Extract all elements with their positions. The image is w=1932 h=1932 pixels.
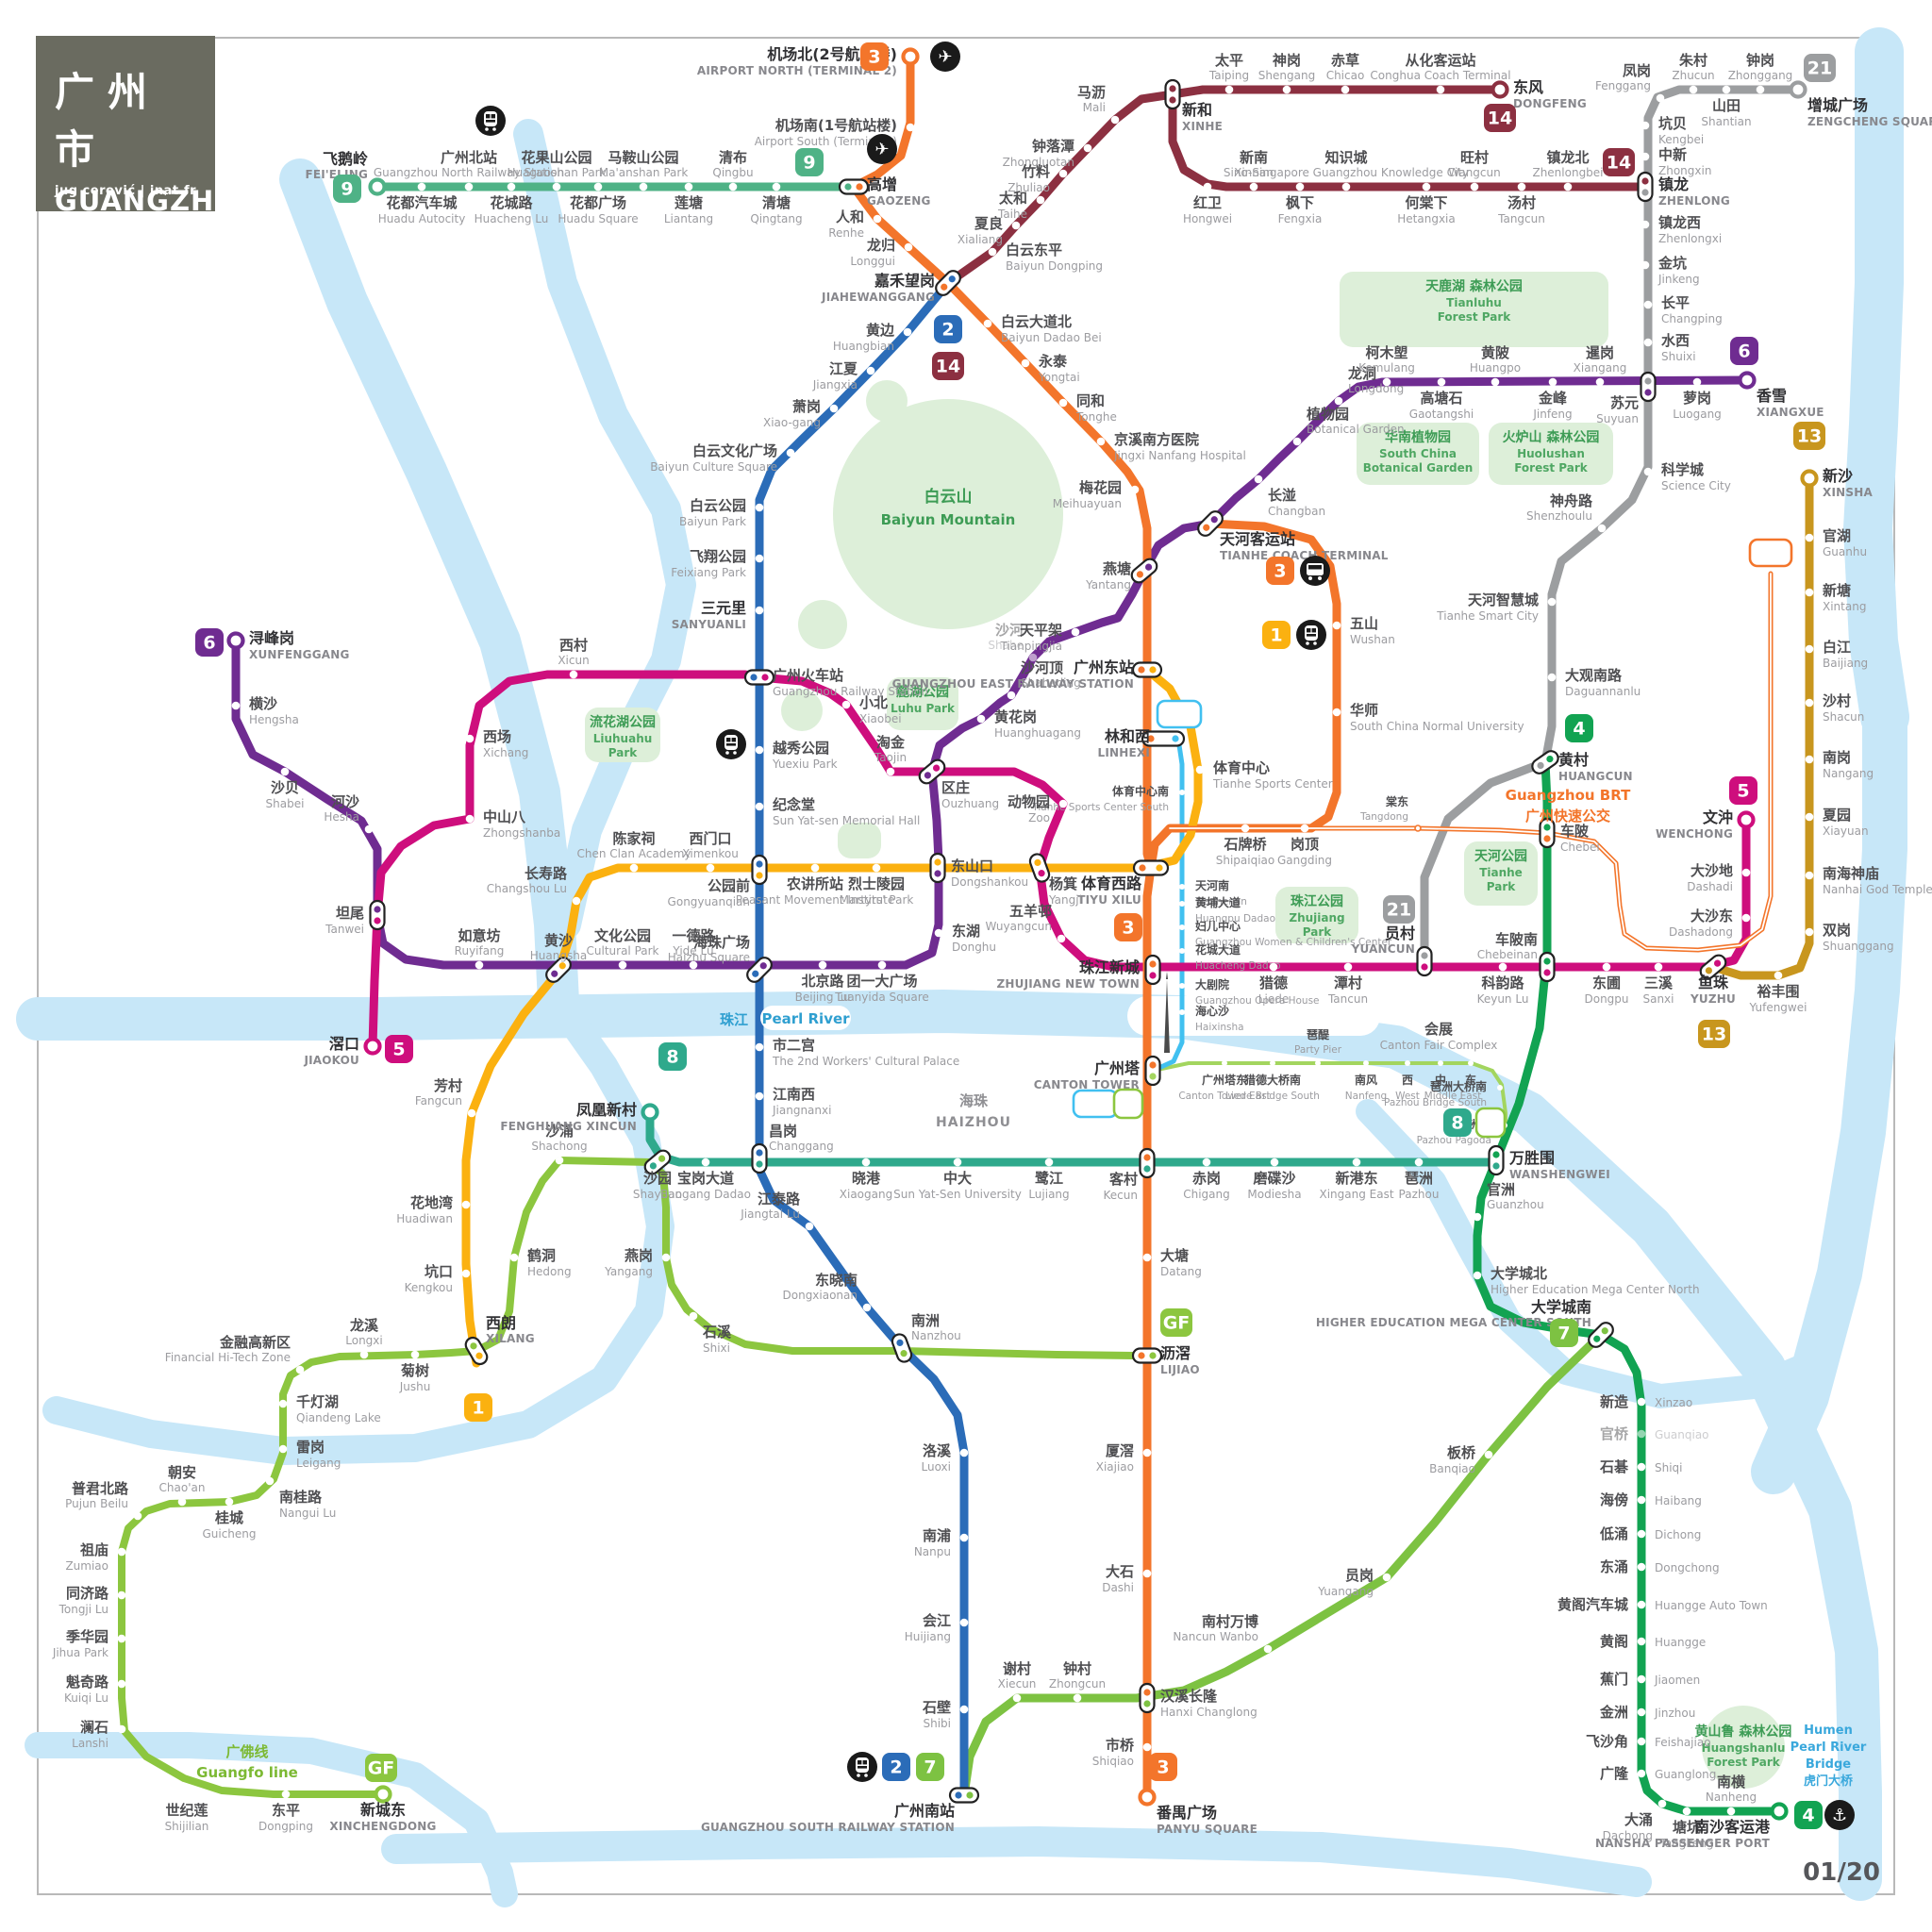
line-badge-3: 3 xyxy=(1266,557,1294,585)
river xyxy=(25,1732,518,1907)
park-x xyxy=(838,823,881,858)
line-l21 xyxy=(1420,85,1803,966)
line-badge-4: 4 xyxy=(1794,1801,1823,1829)
train-icon xyxy=(1296,620,1326,650)
line-badge-1: 1 xyxy=(464,1393,492,1422)
line-l13 xyxy=(1708,474,1814,980)
park-huolushan-forest-park xyxy=(1489,423,1613,485)
map-date-mark: 01/20 xyxy=(1803,1858,1880,1887)
park-x xyxy=(866,380,908,422)
line-badge-1: 1 xyxy=(1112,1088,1144,1120)
anchor-icon: ⚓ xyxy=(1824,1800,1855,1830)
park-x xyxy=(798,600,847,649)
train-icon xyxy=(716,729,746,759)
line-badge-gf: GF xyxy=(1160,1308,1192,1337)
line-badge-14: 14 xyxy=(1603,148,1635,176)
line-badge-6: 6 xyxy=(195,628,224,657)
line-badge-6: 6 xyxy=(1730,337,1758,365)
line-badge-3: 3 xyxy=(860,42,889,71)
river xyxy=(1356,1099,1833,1408)
park-tianhe-park xyxy=(1464,841,1538,906)
line-badge-7: 7 xyxy=(916,1753,944,1781)
line-badge-2: 2 xyxy=(934,315,962,343)
line-badge-1: 1 xyxy=(1262,621,1291,649)
line-badge-14: 14 xyxy=(932,352,964,380)
park-zhujiang-park xyxy=(1275,887,1358,943)
line-badge-21: 21 xyxy=(1804,54,1836,82)
line-badge-13: 13 xyxy=(1698,1020,1730,1048)
line-badge-5: 5 xyxy=(385,1035,413,1063)
park-luhu-park xyxy=(887,677,958,730)
line-badge-21: 21 xyxy=(1383,895,1415,924)
plane-icon: ✈ xyxy=(867,134,897,164)
river xyxy=(1843,27,1909,741)
train-icon xyxy=(475,106,506,136)
line-l2 xyxy=(755,278,969,1800)
line-badge-4: 4 xyxy=(1565,714,1593,742)
park-tianluhu-forest-park xyxy=(1340,272,1608,347)
city-name-zh: 广州市 xyxy=(55,69,161,173)
line-badge-7: 7 xyxy=(1550,1319,1578,1347)
river-island xyxy=(1127,996,1380,1036)
park-huangshanlu-forest-park xyxy=(1702,1706,1785,1789)
line-badge-8: 8 xyxy=(1443,1108,1472,1137)
river xyxy=(16,990,1882,1901)
water-layer xyxy=(16,27,1909,1907)
river xyxy=(1751,694,1907,1494)
line-badge-14: 14 xyxy=(1484,104,1516,132)
map-title-block: 广州市 GUANGZHOU jug cerović | inat.fr xyxy=(36,36,260,217)
park-liuhuahu-park xyxy=(585,708,660,762)
park-x xyxy=(833,399,1063,629)
train-icon xyxy=(847,1752,877,1782)
park-x xyxy=(781,690,823,731)
river xyxy=(513,119,696,940)
line-badge-5: 5 xyxy=(1729,776,1757,805)
plane-icon: ✈ xyxy=(930,42,960,72)
line-badge-gf: GF xyxy=(365,1754,397,1782)
line-badge-brt: BRT xyxy=(1748,538,1793,568)
line-l4 xyxy=(1473,758,1784,1816)
tower-icon xyxy=(1164,972,1170,1053)
line-badge-13: 13 xyxy=(1793,422,1825,450)
line-badge-1: 1 xyxy=(1474,1107,1507,1139)
line-layer xyxy=(118,52,1814,1816)
bus-icon xyxy=(1300,556,1330,586)
line-brt xyxy=(1167,571,1774,953)
line-badge-8: 8 xyxy=(658,1042,687,1071)
line-l1 xyxy=(461,665,1203,1368)
line-l7 xyxy=(959,1330,1606,1800)
park-south-china-botanical-garden xyxy=(1357,423,1479,485)
river xyxy=(381,1826,1652,1897)
line-badge-apm: APM xyxy=(1072,1089,1119,1119)
line-badge-3: 3 xyxy=(1114,913,1142,941)
city-name-en: GUANGZHOU xyxy=(55,185,262,217)
line-badge-9: 9 xyxy=(333,175,361,203)
line-badge-9: 9 xyxy=(795,148,824,176)
line-badge-2: 2 xyxy=(882,1753,910,1781)
line-badge-3: 3 xyxy=(1149,1753,1177,1781)
river xyxy=(42,988,675,1465)
line-badge-apm: APM xyxy=(1156,699,1203,729)
line-gf xyxy=(118,1157,1138,1798)
map-credit: jug cerović | inat.fr xyxy=(55,184,197,198)
